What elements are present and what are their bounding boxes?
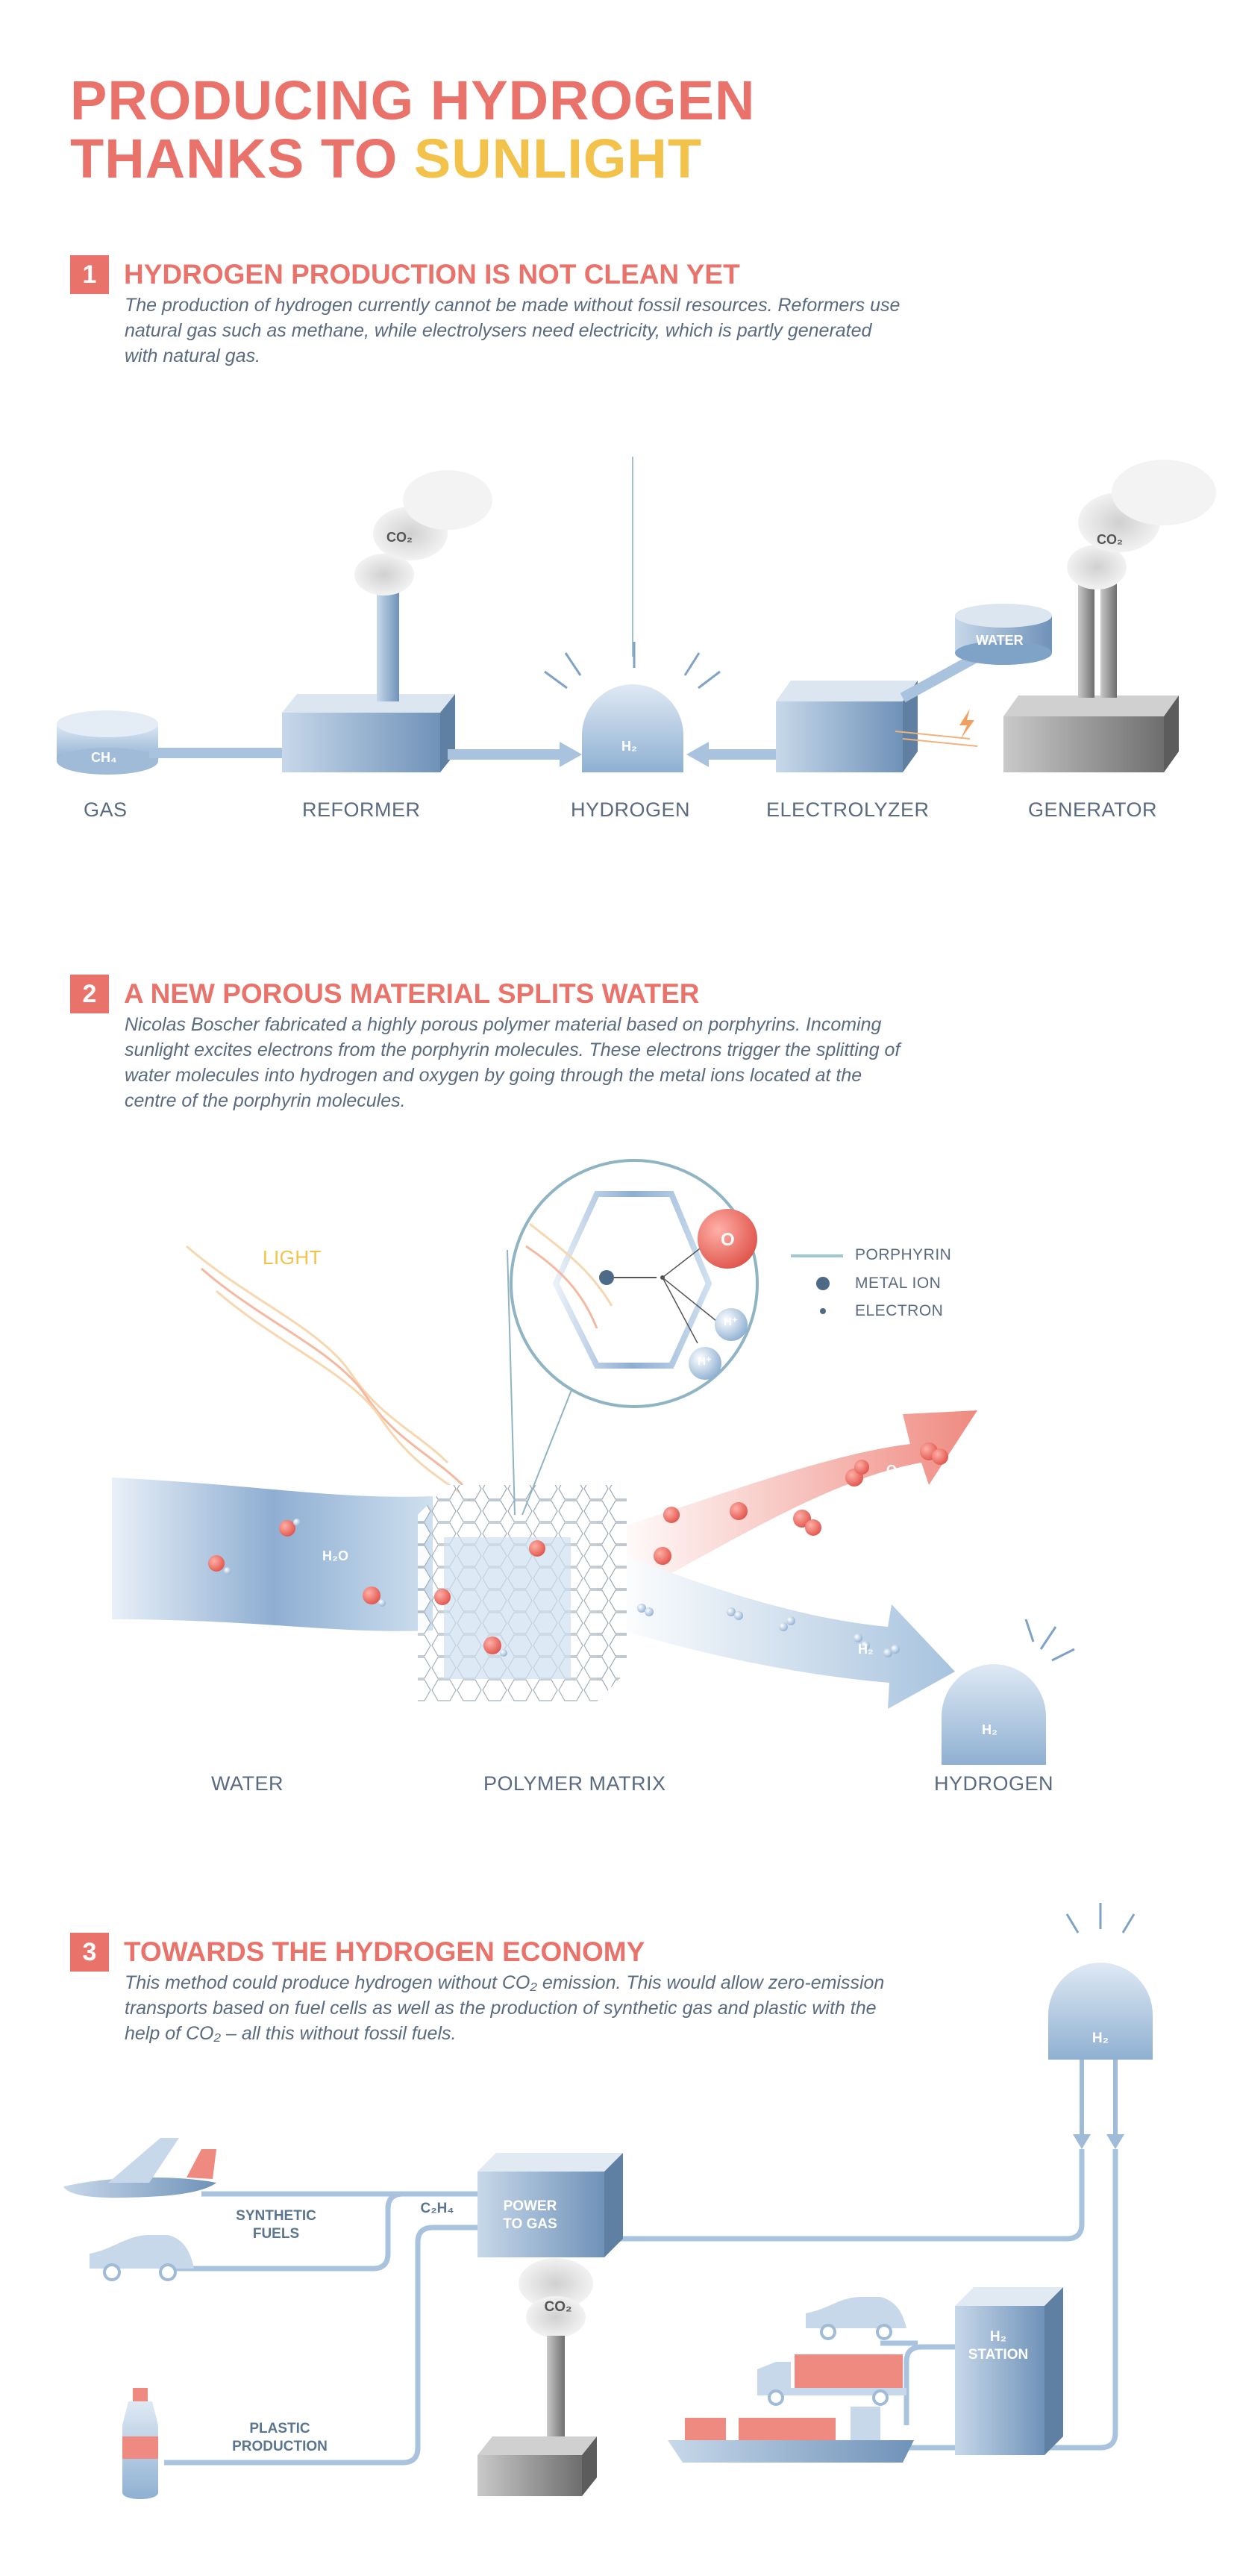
power-to-gas-box <box>477 2153 623 2257</box>
h-plus-label-2: H⁺ <box>698 1355 712 1368</box>
section-1-title: HYDROGEN PRODUCTION IS NOT CLEAN YET <box>124 259 740 290</box>
car-station <box>806 2297 906 2340</box>
section-3-diagram <box>63 1903 1153 2499</box>
reformer <box>282 470 492 772</box>
h2-tank <box>1048 1903 1153 2149</box>
label-hydrogen-2: HYDROGEN <box>934 1772 1054 1795</box>
section-3-number: 3 <box>70 1933 109 1972</box>
section-1-text: The production of hydrogen currently can… <box>125 295 901 366</box>
h2-dome-label: H₂ <box>982 1722 997 1737</box>
oxygen-atom-label: O <box>721 1230 735 1250</box>
legend-metal-ion-swatch <box>816 1277 830 1290</box>
water-tank-label: WATER <box>976 633 1024 648</box>
hydrogen-molecules <box>637 1604 900 1657</box>
section-2-title: A NEW POROUS MATERIAL SPLITS WATER <box>124 978 700 1009</box>
c2h4-label: C₂H₄ <box>420 2201 454 2216</box>
power-to-gas-label: POWER TO GAS <box>503 2198 557 2232</box>
h2-station-label: H₂ STATION <box>968 2329 1029 2363</box>
h2-label-1: H₂ <box>621 739 637 754</box>
label-hydrogen-1: HYDROGEN <box>571 798 691 821</box>
ship <box>668 2407 914 2463</box>
light-label: LIGHT <box>263 1246 322 1269</box>
title-line-1: PRODUCING HYDROGEN <box>70 69 756 131</box>
car-left <box>90 2235 194 2281</box>
section-2-number: 2 <box>70 975 109 1013</box>
o2-label: O₂ <box>886 1463 903 1478</box>
hydrogen-dome-2 <box>942 1619 1075 1765</box>
page-title: PRODUCING HYDROGEN THANKS TO SUNLIGHT <box>70 72 755 188</box>
oxygen-molecules <box>654 1442 948 1565</box>
electrolyzer <box>776 604 1052 772</box>
h2o-label: H₂O <box>322 1548 348 1563</box>
title-line-2-prefix: THANKS TO <box>70 128 414 190</box>
plane <box>63 2138 216 2198</box>
title-accent: SUNLIGHT <box>413 128 703 190</box>
label-gas: GAS <box>84 798 128 821</box>
oxygen-arrow <box>612 1410 977 1589</box>
legend <box>791 1254 843 1314</box>
polymer-matrix <box>418 1485 627 1701</box>
section-2-diagram <box>112 1159 1075 1765</box>
co2-label-reformer: CO₂ <box>386 530 413 545</box>
pipes <box>164 2149 1118 2466</box>
synthetic-fuels-label: SYNTHETIC FUELS <box>236 2208 316 2242</box>
label-water: WATER <box>211 1772 284 1795</box>
zoom-view <box>507 1159 759 1516</box>
generator <box>1003 460 1216 772</box>
label-reformer: REFORMER <box>302 798 421 821</box>
truck <box>757 2354 906 2406</box>
section-1-diagram <box>57 457 1216 775</box>
legend-electron: ELECTRON <box>855 1302 944 1319</box>
section-1-number: 1 <box>70 255 109 294</box>
label-polymer-matrix: POLYMER MATRIX <box>483 1772 666 1795</box>
legend-electron-swatch <box>820 1308 826 1314</box>
section-2-heading: 2 A NEW POROUS MATERIAL SPLITS WATER <box>70 975 700 1013</box>
bottle <box>122 2388 158 2499</box>
h2-flow-label: H₂ <box>858 1642 874 1657</box>
ch4-label: CH₄ <box>91 750 117 765</box>
section-2-text: Nicolas Boscher fabricated a highly poro… <box>125 1014 901 1111</box>
legend-metal-ion: METAL ION <box>855 1275 942 1292</box>
label-generator: GENERATOR <box>1028 798 1158 821</box>
plastic-production-label: PLASTIC PRODUCTION <box>232 2421 328 2454</box>
h-plus-label-1: H⁺ <box>724 1316 738 1328</box>
co2-label-generator: CO₂ <box>1097 532 1123 547</box>
section-3-title: TOWARDS THE HYDROGEN ECONOMY <box>124 1936 645 1967</box>
hydrogen-dome-1 <box>544 642 721 772</box>
gas-tank <box>57 710 158 775</box>
water-molecules <box>208 1519 545 1657</box>
light-rays <box>186 1245 471 1501</box>
label-electrolyzer: ELECTROLYZER <box>766 798 930 821</box>
co2-label-chimney: CO₂ <box>544 2299 572 2315</box>
legend-porphyrin: PORPHYRIN <box>855 1246 952 1263</box>
section-3-heading: 3 TOWARDS THE HYDROGEN ECONOMY <box>70 1933 645 1972</box>
h2-station <box>955 2287 1063 2455</box>
section-1-heading: 1 HYDROGEN PRODUCTION IS NOT CLEAN YET <box>70 255 740 294</box>
water-flow <box>112 1478 433 1631</box>
h2-tank-label: H₂ <box>1092 2031 1109 2046</box>
section-3-text: This method could produce hydrogen witho… <box>125 1972 885 2044</box>
title-line-2: THANKS TO SUNLIGHT <box>70 130 755 188</box>
co2-chimney <box>477 2258 597 2496</box>
